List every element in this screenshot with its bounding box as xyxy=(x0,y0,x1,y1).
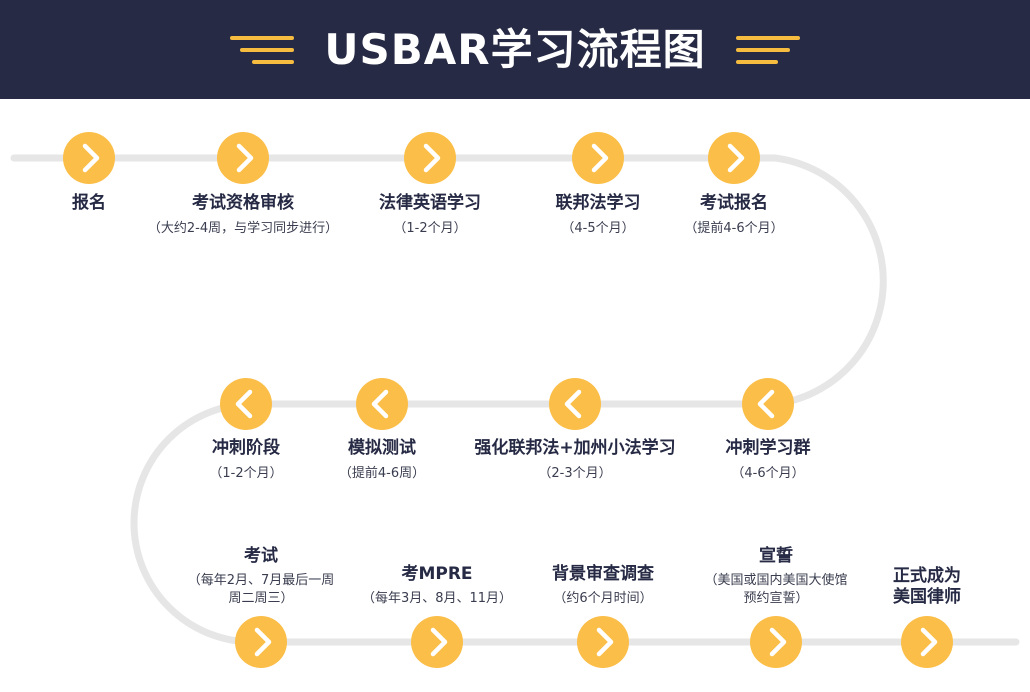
header-bar xyxy=(0,0,1030,99)
title-decoration-left xyxy=(230,36,294,66)
step-1-arrow xyxy=(63,132,115,184)
step-7-arrow xyxy=(549,378,601,430)
chevron-right-icon xyxy=(82,143,100,173)
chevron-right-icon xyxy=(727,143,745,173)
step-8-arrow xyxy=(356,378,408,430)
step-8-note: （提前4-6周） xyxy=(338,466,426,481)
chevron-right-icon xyxy=(769,627,787,657)
step-12-note: （约6个月时间） xyxy=(553,591,653,606)
step-5-label: 考试报名 xyxy=(700,193,768,213)
chevron-right-icon xyxy=(596,627,614,657)
step-7-label: 强化联邦法+加州小法学习 xyxy=(474,438,676,458)
step-2-label: 考试资格审核 xyxy=(192,193,294,213)
step-1-label: 报名 xyxy=(72,193,106,213)
page-title: USBAR学习流程图 xyxy=(324,25,706,74)
step-14-arrow xyxy=(901,616,953,668)
step-4-note: （4-5个月） xyxy=(561,221,635,236)
step-10-arrow xyxy=(235,616,287,668)
step-14-label: 正式成为 xyxy=(893,566,961,586)
chevron-right-icon xyxy=(920,627,938,657)
step-11-arrow xyxy=(411,616,463,668)
step-10-label: 考试 xyxy=(244,546,278,566)
chevron-right-icon xyxy=(423,143,441,173)
step-4-arrow xyxy=(572,132,624,184)
step-13-note-line2: 预约宣誓） xyxy=(743,591,809,606)
step-2-note: （大约2-4周，与学习同步进行） xyxy=(147,221,339,236)
step-10-note: （每年2月、7月最后一周 xyxy=(187,573,335,588)
chevron-left-icon xyxy=(564,389,582,419)
step-6-note: （4-6个月） xyxy=(731,466,805,481)
step-13-label: 宣誓 xyxy=(759,546,793,566)
step-11-label: 考MPRE xyxy=(401,564,473,584)
chevron-left-icon xyxy=(371,389,389,419)
chevron-right-icon xyxy=(254,627,272,657)
step-9-label: 冲刺阶段 xyxy=(212,438,280,458)
chevron-left-icon xyxy=(235,389,253,419)
step-4-label: 联邦法学习 xyxy=(555,193,641,213)
step-6-arrow xyxy=(742,378,794,430)
step-13-note: （美国或国内美国大使馆 xyxy=(704,573,848,588)
step-9-note: （1-2个月） xyxy=(209,466,283,481)
step-3-note: （1-2个月） xyxy=(393,221,467,236)
step-6-label: 冲刺学习群 xyxy=(725,438,811,458)
title-decoration-right xyxy=(736,36,800,66)
step-11-note: （每年3月、8月、11月） xyxy=(361,591,513,606)
step-8-label: 模拟测试 xyxy=(348,438,416,458)
step-7-note: （2-3个月） xyxy=(538,466,612,481)
step-12-arrow xyxy=(577,616,629,668)
step-5-arrow xyxy=(708,132,760,184)
step-14-label-line2: 美国律师 xyxy=(893,587,961,607)
step-10-note-line2: 周二周三） xyxy=(228,591,294,606)
chevron-right-icon xyxy=(236,143,254,173)
step-5-note: （提前4-6个月） xyxy=(684,221,784,236)
step-3-label: 法律英语学习 xyxy=(379,193,481,213)
step-3-arrow xyxy=(404,132,456,184)
chevron-right-icon xyxy=(430,627,448,657)
chevron-right-icon xyxy=(591,143,609,173)
chevron-left-icon xyxy=(757,389,775,419)
step-13-arrow xyxy=(750,616,802,668)
step-9-arrow xyxy=(220,378,272,430)
step-12-label: 背景审查调查 xyxy=(552,564,654,584)
step-2-arrow xyxy=(217,132,269,184)
